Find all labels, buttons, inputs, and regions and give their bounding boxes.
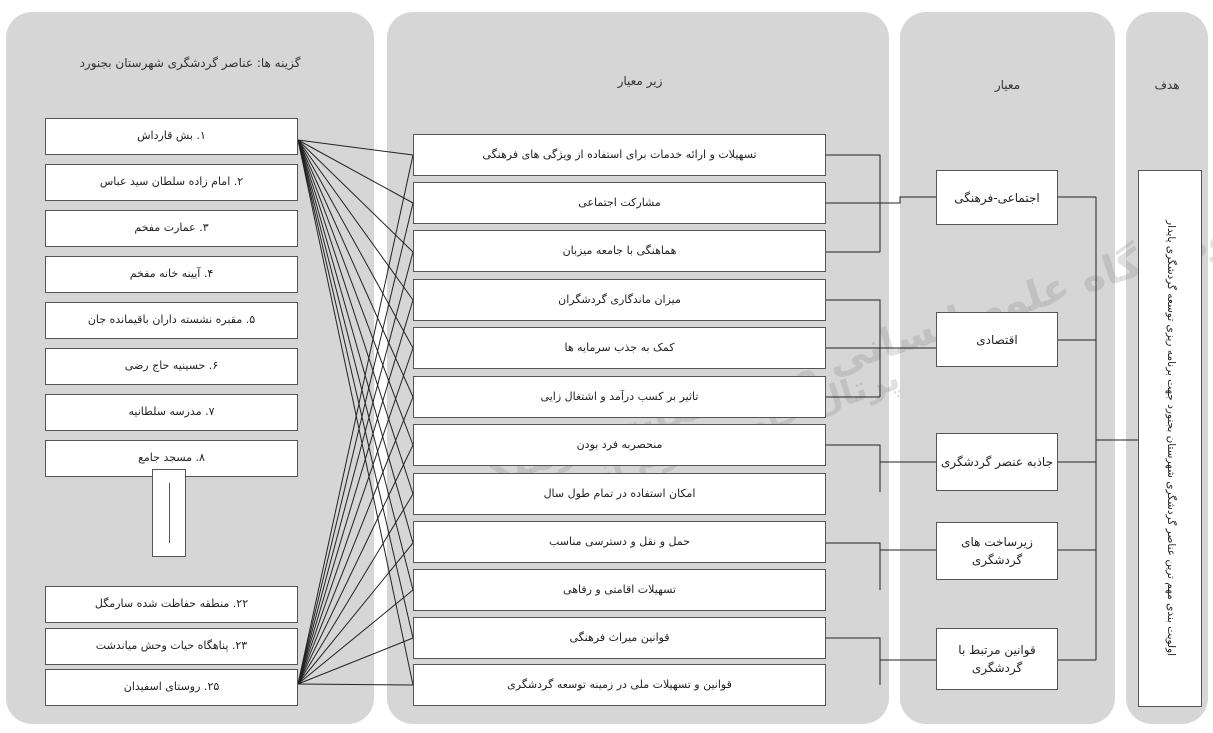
- fan-link: [297, 139, 414, 156]
- alternative-box: ۶. حسینیه حاج رضی: [45, 348, 298, 385]
- alternative-box: ۴. آیینه خانه مفخم: [45, 256, 298, 293]
- subcriterion-box: مشارکت اجتماعی: [413, 182, 826, 224]
- fan-link: [297, 154, 414, 685]
- ellipsis-line: [168, 483, 170, 543]
- alternative-box: ۲۳. پناهگاه حیات وحش میاندشت: [45, 628, 298, 665]
- subcriterion-box: امکان استفاده در تمام طول سال: [413, 473, 826, 515]
- criteria-panel: [900, 12, 1115, 724]
- fan-link: [297, 251, 414, 685]
- subcriterion-box: قوانین میراث فرهنگی: [413, 617, 826, 659]
- subcriterion-box: هماهنگی با جامعه میزبان: [413, 230, 826, 272]
- fan-link: [297, 542, 414, 685]
- alternative-to-subcriteria-links: [297, 139, 414, 686]
- alternative-box: ۲۵. روستای اسفیدان: [45, 669, 298, 706]
- subcriterion-box: کمک به جذب سرمایه ها: [413, 327, 826, 369]
- alternative-box: ۷. مدرسه سلطانیه: [45, 394, 298, 431]
- fan-link: [297, 139, 414, 495]
- subcriterion-box: قوانین و تسهیلات ملی در زمینه توسعه گردش…: [413, 664, 826, 706]
- fan-link: [297, 589, 414, 685]
- ellipsis-box: [152, 469, 186, 557]
- goal-title: هدف: [1154, 78, 1180, 92]
- fan-link: [297, 493, 414, 685]
- alternative-box: ۵. مقبره نشسته داران باقیمانده جان: [45, 302, 298, 339]
- alternative-box: ۳. عمارت مفخم: [45, 210, 298, 247]
- fan-link: [297, 139, 414, 639]
- fan-link: [297, 139, 414, 398]
- fan-link: [297, 637, 414, 685]
- subcriterion-box: تاثیر بر کسب درآمد و اشتغال زایی: [413, 376, 826, 418]
- fan-link: [297, 139, 414, 544]
- subcriterion-box: تسهیلات اقامتی و رفاهی: [413, 569, 826, 611]
- criterion-box: جاذبه عنصر گردشگری: [936, 433, 1058, 491]
- fan-link: [297, 683, 414, 686]
- fan-link: [297, 347, 414, 685]
- alternatives-title: گزینه ها: عناصر گردشگری شهرستان بجنورد: [79, 56, 301, 70]
- goal-text: اولویت بندی مهم ترین عناصر گردشگری شهرست…: [1164, 220, 1177, 657]
- fan-link: [297, 139, 414, 301]
- criterion-box: زیرساخت های گردشگری: [936, 522, 1058, 580]
- fan-link: [297, 202, 414, 685]
- fan-link: [297, 396, 414, 685]
- alternative-box: ۲۲. منطقه حفاظت شده سارمگل: [45, 586, 298, 623]
- criterion-box: قوانین مرتبط با گردشگری: [936, 628, 1058, 690]
- fan-link: [297, 139, 414, 204]
- fan-link: [297, 139, 414, 446]
- subcriterion-box: تسهیلات و ارائه خدمات برای استفاده از وی…: [413, 134, 826, 176]
- fan-link: [297, 139, 414, 253]
- goal-box: اولویت بندی مهم ترین عناصر گردشگری شهرست…: [1138, 170, 1202, 707]
- fan-link: [297, 139, 414, 591]
- fan-link: [297, 299, 414, 685]
- fan-link: [297, 444, 414, 685]
- criteria-title: معیار: [994, 78, 1021, 92]
- criterion-box: اجتماعی-فرهنگی: [936, 170, 1058, 225]
- subcriterion-box: حمل و نقل و دسترسی مناسب: [413, 521, 826, 563]
- alternative-box: ۱. بش قارداش: [45, 118, 298, 155]
- fan-link: [297, 139, 414, 686]
- criterion-box: اقتصادی: [936, 312, 1058, 367]
- alternative-box: ۲. امام زاده سلطان سید عباس: [45, 164, 298, 201]
- subcriterion-box: منحصربه فرد بودن: [413, 424, 826, 466]
- fan-link: [297, 139, 414, 349]
- subcriteria-title: زیر معیار: [617, 74, 663, 88]
- subcriterion-box: میزان ماندگاری گردشگران: [413, 279, 826, 321]
